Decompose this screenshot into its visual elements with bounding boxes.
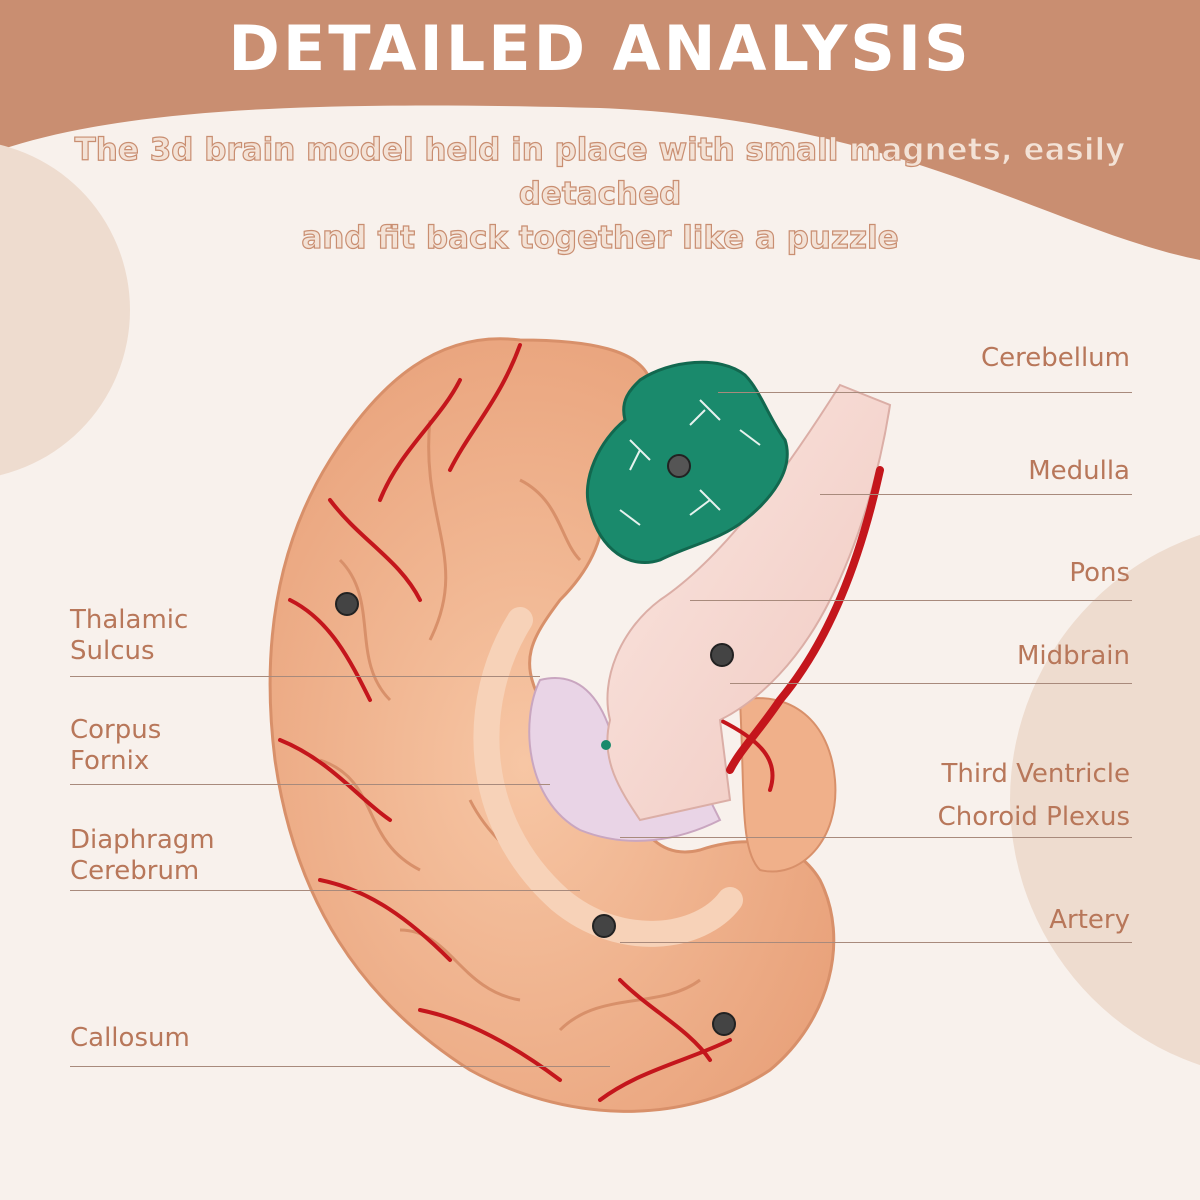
subtitle-line-1: The 3d brain model held in place with sm… [74,131,1126,212]
cerebellum-markings [619,399,761,526]
decor-circle-left [0,144,130,476]
brainstem-shape [606,383,892,822]
leader-cerebellum [718,392,1132,393]
label-artery: Artery [1049,905,1130,935]
leader-diaphragm-cerebrum [70,890,580,891]
magnet-dots [335,454,736,1036]
label-medulla: Medulla [1028,456,1130,486]
vertebral-artery [726,466,884,774]
label-choroid-plexus: Choroid Plexus [937,802,1130,832]
temporal-lobe-shape [738,697,837,873]
leader-corpus-fornix [70,784,550,785]
leader-artery [620,942,1132,943]
callosum-arc [473,607,743,947]
label-midbrain: Midbrain [1017,641,1130,671]
leader-pons [690,600,1132,601]
label-third-ventricle: Third Ventricle [941,759,1130,789]
artery-lines [278,343,775,1102]
leader-midbrain [730,683,1132,684]
label-cerebellum: Cerebellum [980,343,1130,373]
label-corpus-fornix: Corpus Fornix [70,715,162,776]
leader-thalamic-sulcus [70,676,540,677]
leader-callosum [70,1066,610,1067]
leader-choroid-plexus [620,837,1132,838]
header-banner [0,0,1200,260]
label-diaphragm-cerebrum: Diaphragm Cerebrum [70,825,215,886]
page-title: DETAILED ANALYSIS [228,12,972,85]
label-thalamic-sulcus: Thalamic Sulcus [70,605,189,666]
label-callosum: Callosum [70,1023,190,1053]
label-pons: Pons [1069,558,1130,588]
page-subtitle: The 3d brain model held in place with sm… [40,128,1160,260]
leader-medulla [820,494,1132,495]
decor-circle-right [1010,534,1200,1066]
subtitle-line-2: and fit back together like a puzzle [301,219,900,256]
